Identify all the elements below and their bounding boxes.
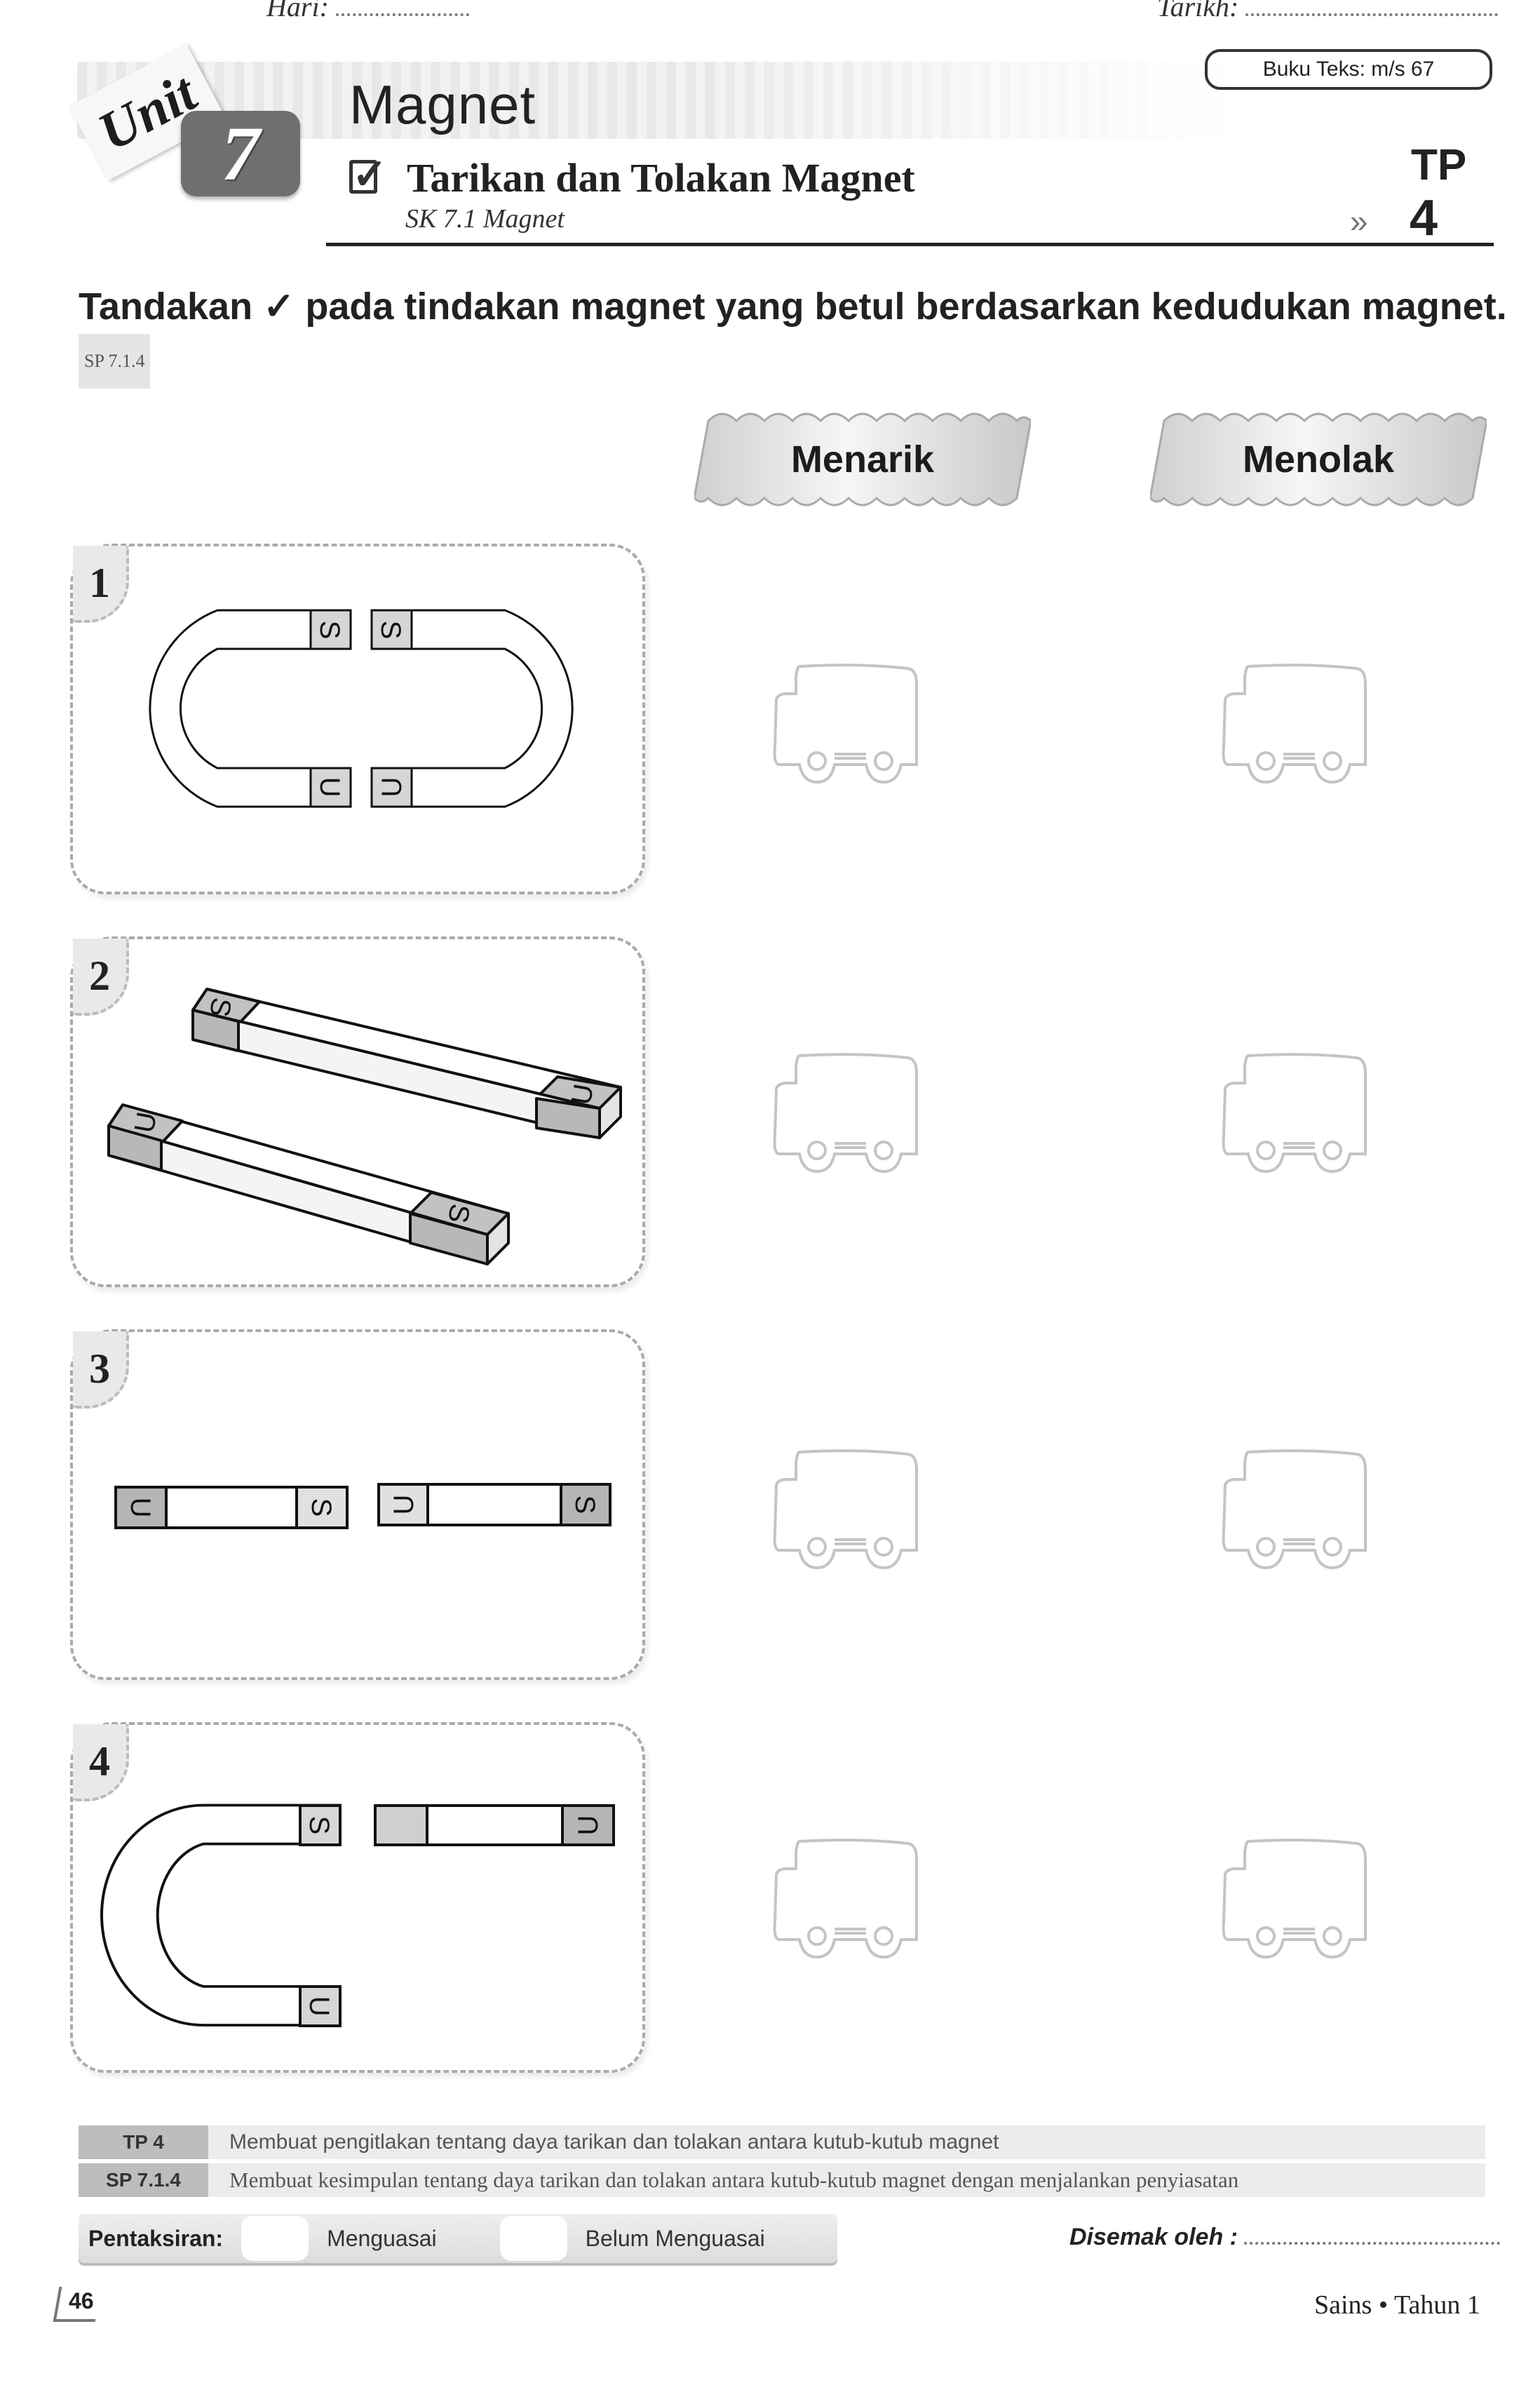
date-input-line[interactable] [1245,13,1499,16]
legend-text: Membuat kesimpulan tentang daya tarikan … [229,2168,1239,2192]
answer-truck-q2-menarik[interactable] [768,1045,950,1200]
truck-outline-icon [1222,1053,1367,1174]
checked-by-line[interactable] [1244,2242,1501,2245]
bar-magnets-end-to-end-illustration: U S U S [114,1483,612,1529]
textbook-reference: Buku Teks: m/s 67 [1205,49,1492,90]
column-label: Menolak [1242,438,1395,481]
unit-number-badge: 7 [181,111,300,196]
checkbox-menguasai[interactable] [241,2216,309,2261]
page-title: Magnet [349,74,536,135]
answer-truck-q3-menarik[interactable] [768,1442,950,1596]
answer-truck-q3-menolak[interactable] [1217,1442,1399,1596]
unit-number: 7 [221,110,260,196]
truck-outline-icon [773,1839,918,1959]
checked-by-field: Disemak oleh : [1069,2224,1501,2251]
truck-outline-icon [1222,1449,1367,1570]
column-label: Menarik [790,438,935,481]
pole-label: S [314,621,345,640]
tp-label: TP [1411,141,1467,189]
pole-label: U [377,777,407,798]
instruction-part1: Tandakan [79,285,253,328]
legend-tag: TP 4 [79,2125,208,2159]
pole-label: U [314,777,345,798]
day-field: Hari: [266,0,469,23]
answer-truck-q4-menarik[interactable] [768,1831,950,1985]
svg-text:U: U [389,1495,419,1515]
header-band-fade [701,62,1332,139]
svg-text:U: U [573,1815,604,1836]
column-header-menarik: Menarik [694,407,1031,512]
wavy-tag-icon [1150,412,1487,506]
sk-code: SK 7.1 Magnet [405,204,565,234]
option-menguasai-label: Menguasai [327,2225,437,2251]
page-number: 46 [69,2288,94,2313]
assessment-bar: Pentaksiran: Menguasai Belum Menguasai [79,2214,837,2263]
sp-tag: SP 7.1.4 [79,333,151,389]
checkmark-icon: ✓ [352,151,388,198]
column-header-menolak: Menolak [1150,407,1487,512]
horseshoe-and-bar-magnet-illustration: S U U [100,1803,615,2027]
assessment-label: Pentaksiran: [88,2225,224,2251]
checkbox-belum-menguasai[interactable] [499,2216,567,2261]
double-chevron-icon: » [1350,203,1368,239]
book-title: Sains • Tahun 1 [1314,2290,1480,2320]
svg-text:U: U [125,1498,156,1518]
svg-text:S: S [569,1496,600,1514]
instruction: Tandakan ✓ pada tindakan magnet yang bet… [79,281,1509,389]
legend-tag: SP 7.1.4 [79,2163,208,2197]
answer-truck-q1-menarik[interactable] [768,656,950,810]
wavy-tag-icon [694,412,1031,506]
date-label: Tarikh: [1157,0,1239,22]
bar-magnets-3d-illustration: S U U S [107,988,622,1265]
header-rule [326,243,1494,246]
legend-row-sp: SP 7.1.4 Membuat kesimpulan tentang daya… [79,2163,1485,2197]
checked-by-label: Disemak oleh : [1069,2224,1238,2250]
question-number: 1 [73,546,129,623]
svg-text:S: S [306,1498,337,1517]
tick-icon: ✓ [263,285,295,328]
instruction-part2: pada tindakan magnet yang betul berdasar… [305,285,1507,328]
answer-truck-q2-menolak[interactable] [1217,1045,1399,1200]
truck-outline-icon [773,1449,918,1570]
answer-truck-q1-menolak[interactable] [1217,656,1399,810]
truck-outline-icon [773,664,918,784]
day-input-line[interactable] [335,13,469,16]
option-belum-menguasai-label: Belum Menguasai [585,2225,765,2251]
truck-outline-icon [1222,1839,1367,1959]
truck-outline-icon [1222,664,1367,784]
svg-text:U: U [304,1996,335,2017]
svg-text:S: S [304,1816,335,1835]
legend-text: Membuat pengitlakan tentang daya tarikan… [229,2130,999,2154]
section-subtitle: Tarikan dan Tolakan Magnet [407,155,915,201]
truck-outline-icon [773,1053,918,1174]
tp-level: 4 [1410,190,1438,246]
horseshoe-magnets-facing-illustration: S U S U [149,609,574,808]
legend-row-tp: TP 4 Membuat pengitlakan tentang daya ta… [79,2125,1485,2159]
date-field: Tarikh: [1157,0,1499,23]
day-label: Hari: [266,0,329,22]
answer-truck-q4-menolak[interactable] [1217,1831,1399,1985]
pole-label: S [375,621,406,640]
checkbox-icon [349,160,377,194]
